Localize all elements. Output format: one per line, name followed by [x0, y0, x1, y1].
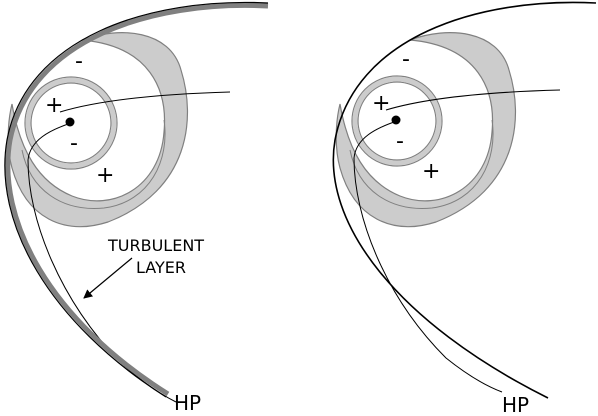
- right-sign-inner-minus: -: [396, 129, 404, 154]
- left-panel: - + - + TURBULENT LAYER HP: [4, 1, 269, 415]
- right-inner-ring-outer: [351, 75, 443, 167]
- right-sign-outer-plus: +: [422, 159, 440, 184]
- right-outer-crescent-band: [335, 32, 517, 228]
- right-sign-inner-plus: +: [372, 91, 390, 116]
- left-sign-outer-minus: -: [75, 49, 83, 74]
- right-panel: - + - + HP: [332, 1, 597, 416]
- left-star: [65, 117, 75, 127]
- right-thin-line-down: [353, 120, 503, 393]
- left-inner-ring-outer: [24, 76, 118, 170]
- left-hp-label: HP: [174, 391, 201, 415]
- left-inner-ring-inner: [30, 82, 112, 164]
- left-sign-inner-plus: +: [45, 93, 63, 118]
- left-turbulent-layer: [5, 2, 269, 397]
- right-thin-line-right: [385, 89, 561, 111]
- left-inner-ring-fill: [25, 77, 117, 169]
- turbulent-label-line2: LAYER: [136, 258, 186, 277]
- right-hp-label: HP: [502, 393, 529, 416]
- right-star: [391, 115, 401, 125]
- left-heliopause-line: [4, 1, 269, 398]
- right-sign-outer-minus: -: [402, 47, 410, 72]
- right-inner-crescent-arc: [349, 119, 494, 209]
- left-sign-outer-plus: +: [96, 163, 114, 188]
- turbulent-label-line1: TURBULENT: [107, 236, 204, 255]
- left-sign-inner-minus: -: [70, 131, 78, 156]
- right-heliopause-line: [332, 1, 597, 399]
- right-inner-ring-inner: [357, 81, 437, 161]
- left-inner-crescent-arc: [21, 119, 166, 209]
- left-outer-crescent-band: [7, 32, 189, 228]
- left-thin-line-right: [59, 91, 231, 113]
- turbulent-label-arrow: [83, 257, 133, 299]
- right-inner-ring-fill: [352, 76, 442, 166]
